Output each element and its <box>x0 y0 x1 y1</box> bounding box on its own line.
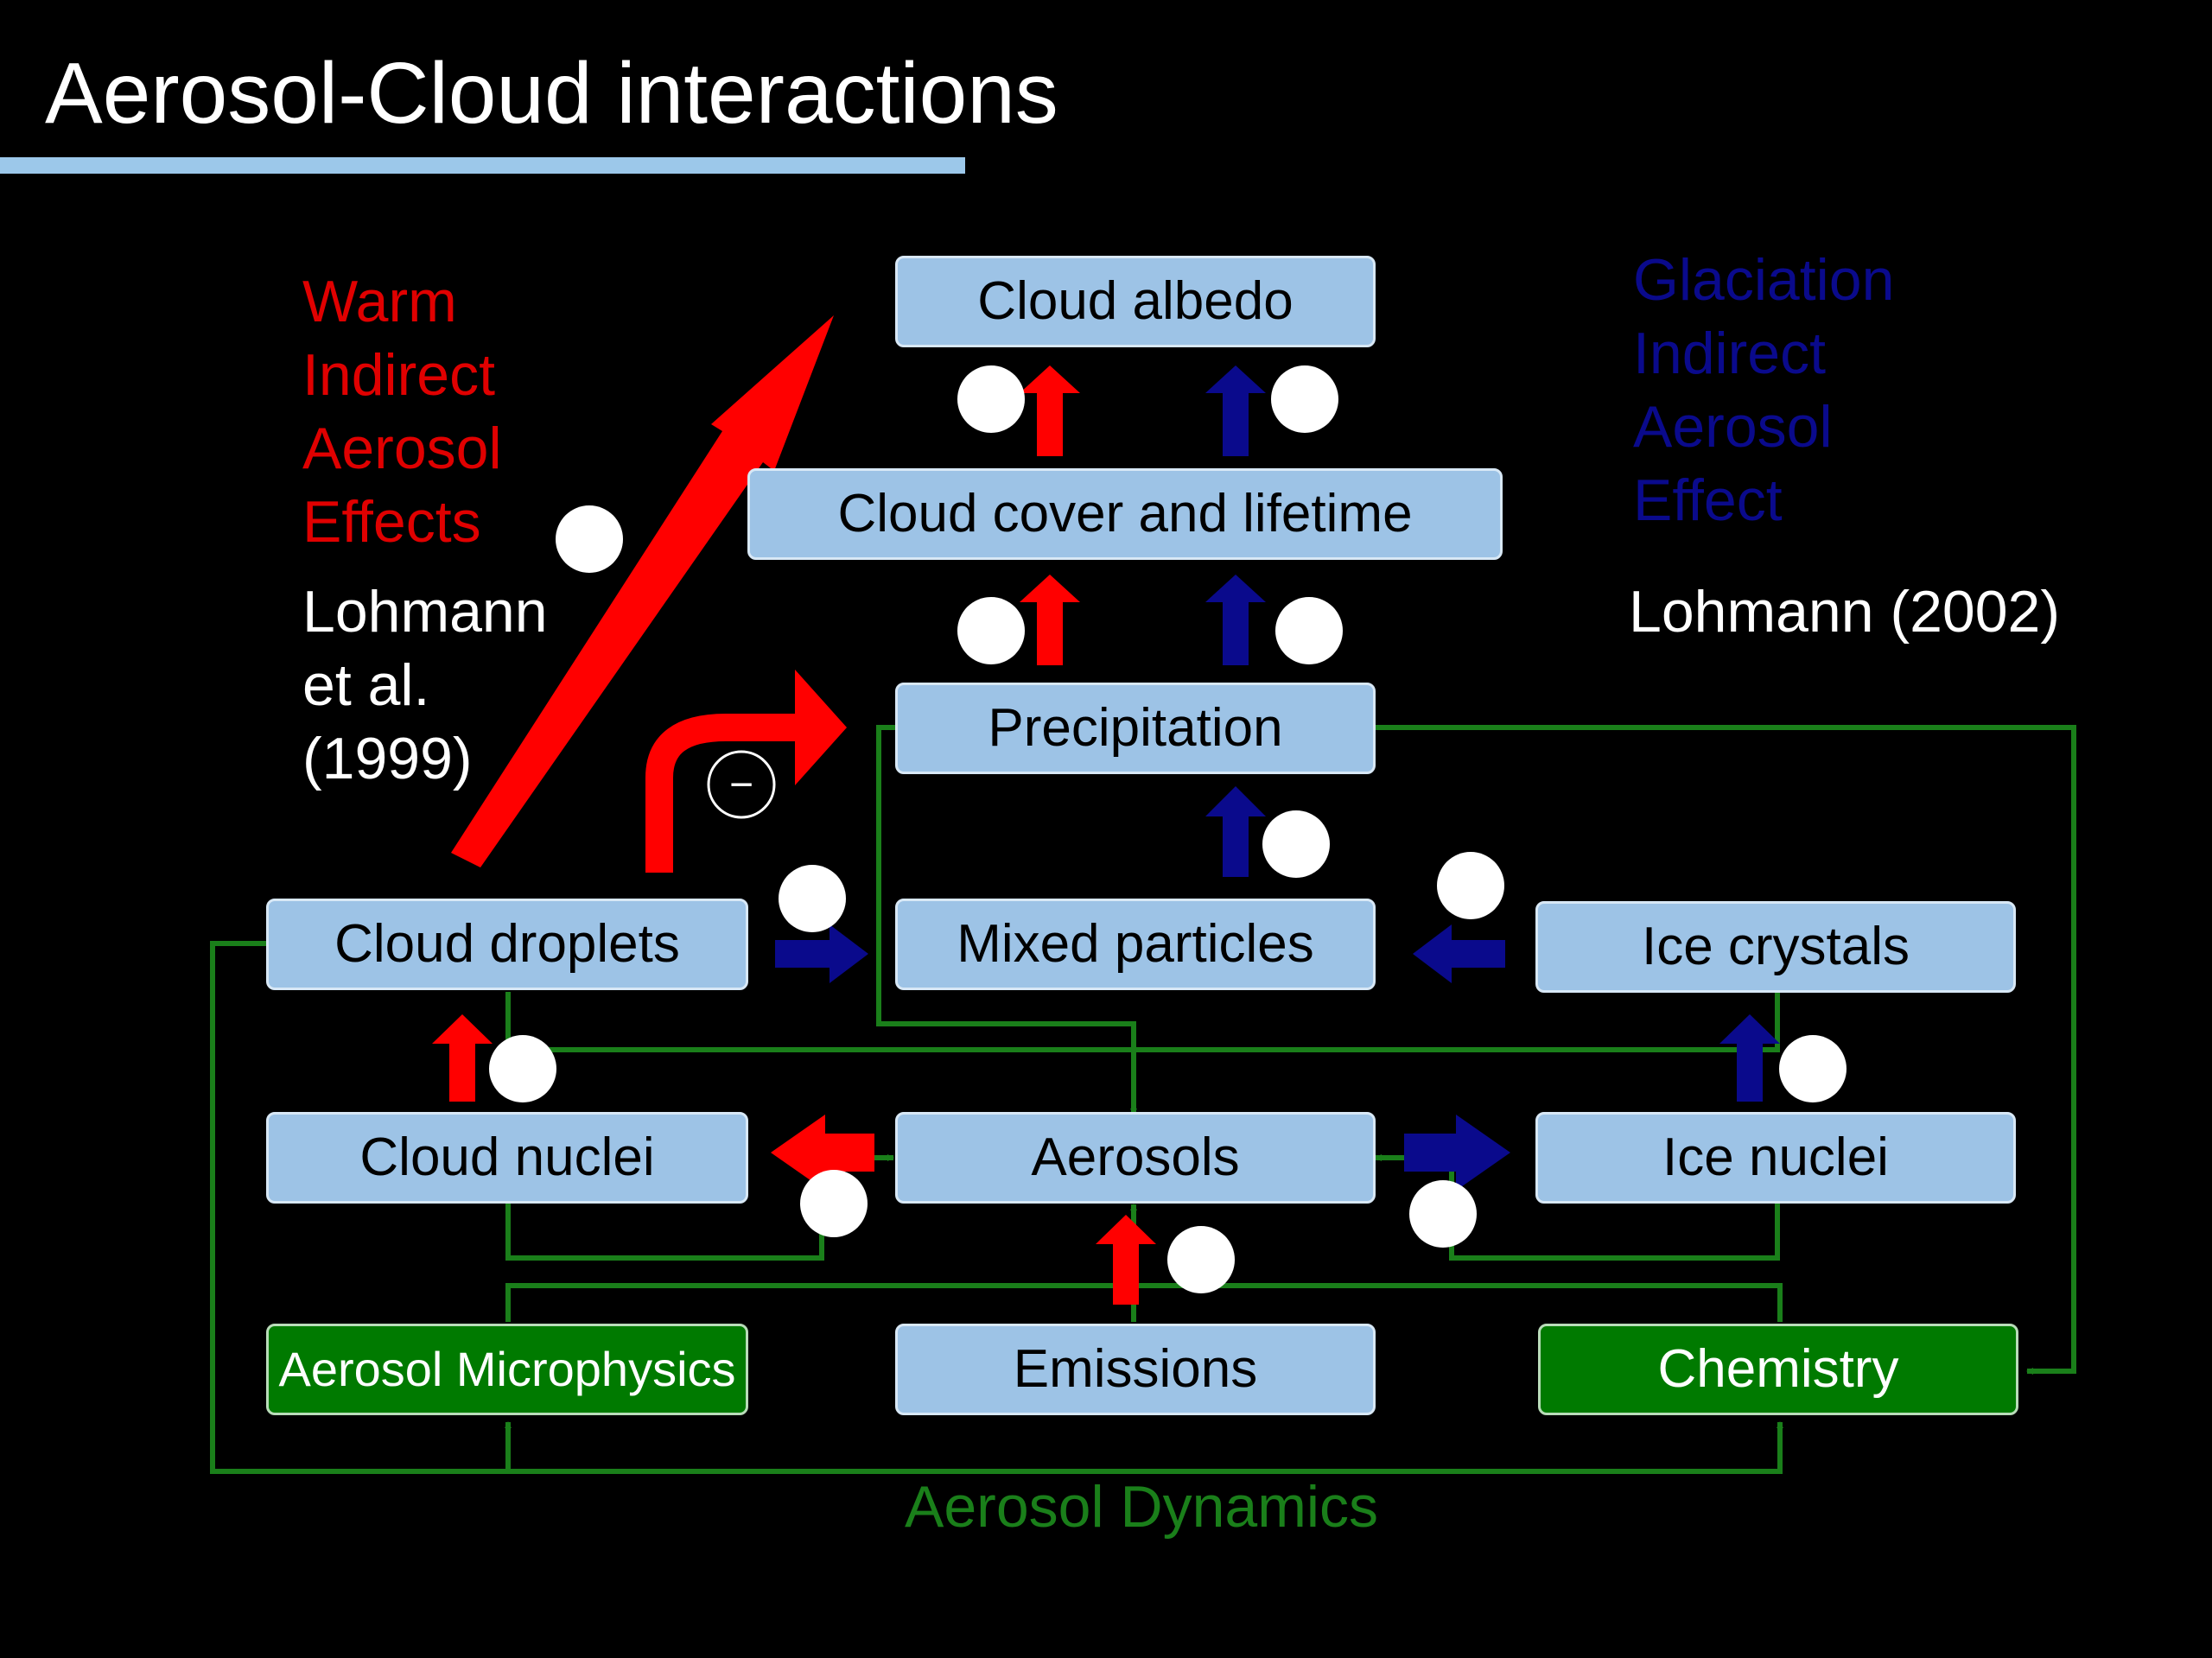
warm-reference-line: (1999) <box>302 726 473 791</box>
glaciation-reference-label: Lohmann (2002) <box>1629 579 2061 645</box>
warm-effect-line: Indirect <box>302 342 495 408</box>
red-up-arrow-cover <box>1020 575 1080 665</box>
microphysics-to-chemistry-line <box>505 1283 1783 1322</box>
blue-right-arrow-droplets <box>775 924 868 983</box>
sign-marker <box>1167 1226 1235 1293</box>
cloud-albedo-box: Cloud albedo <box>895 256 1376 347</box>
sign-marker <box>800 1170 868 1237</box>
glaciation-effect-line: Effect <box>1633 467 1783 533</box>
sign-marker <box>489 1035 556 1102</box>
sign-marker <box>1779 1035 1847 1102</box>
sign-marker <box>1275 597 1343 664</box>
blue-left-arrow-ice <box>1413 924 1505 983</box>
emissions-box: Emissions <box>895 1324 1376 1415</box>
blue-up-arrow-ice <box>1719 1014 1780 1102</box>
effect-arrows <box>432 365 1780 1305</box>
precipitation-box: Precipitation <box>895 683 1376 774</box>
mixed-particles-box: Mixed particles <box>895 899 1376 990</box>
precipitation-suppression-arrow: − <box>645 670 847 873</box>
warm-effect-line: Aerosol <box>302 416 502 481</box>
title-underline <box>0 157 965 174</box>
warm-reference-line: et al. <box>302 652 430 718</box>
ice-nuclei-box: Ice nuclei <box>1535 1112 2016 1204</box>
warm-effect-label: Warm Indirect Aerosol Effects <box>302 265 502 559</box>
sign-marker <box>779 865 846 932</box>
slide-title: Aerosol-Cloud interactions <box>45 45 1058 142</box>
glaciation-effect-line: Aerosol <box>1633 394 1833 460</box>
red-left-arrow-cloud-nuclei <box>771 1115 874 1191</box>
red-up-arrow-droplets <box>432 1014 493 1102</box>
sign-marker <box>957 365 1025 433</box>
blue-up-arrow-precip <box>1205 786 1266 877</box>
warm-effect-diagonal-arrow <box>451 315 834 867</box>
blue-right-arrow-ice-nuclei <box>1404 1115 1510 1191</box>
warm-reference-line: Lohmann <box>302 579 548 645</box>
sign-markers <box>489 365 1847 1293</box>
red-up-arrow-emissions <box>1096 1215 1156 1305</box>
warm-effect-line: Warm <box>302 269 457 334</box>
dynamics-loop-line <box>210 941 1783 1474</box>
glaciation-effect-line: Glaciation <box>1633 247 1895 313</box>
glaciation-effect-line: Indirect <box>1633 321 1826 386</box>
aerosol-dynamics-label: Aerosol Dynamics <box>905 1474 1378 1540</box>
sign-marker <box>957 597 1025 664</box>
negative-sign: − <box>729 762 753 808</box>
cloud-nuclei-box: Cloud nuclei <box>266 1112 748 1204</box>
blue-up-arrow-cover <box>1205 575 1266 665</box>
warm-effect-line: Effects <box>302 489 481 555</box>
warm-reference-label: Lohmann et al. (1999) <box>302 575 548 796</box>
aerosol-microphysics-box: Aerosol Microphysics <box>266 1324 748 1415</box>
droplets-to-ice-line <box>505 992 1780 1052</box>
cloud-droplets-box: Cloud droplets <box>266 899 748 990</box>
glaciation-effect-label: Glaciation Indirect Aerosol Effect <box>1633 244 1894 537</box>
aerosols-box: Aerosols <box>895 1112 1376 1204</box>
cloud-cover-lifetime-box: Cloud cover and lifetime <box>747 468 1503 560</box>
chemistry-box: Chemistry <box>1538 1324 2018 1415</box>
sign-marker <box>1437 852 1504 919</box>
blue-up-arrow-albedo <box>1205 365 1266 456</box>
red-up-arrow-albedo <box>1020 365 1080 456</box>
ice-crystals-box: Ice crystals <box>1535 901 2016 993</box>
sign-marker <box>556 505 623 573</box>
sign-marker <box>1262 810 1330 878</box>
sign-marker <box>1271 365 1338 433</box>
precip-to-chemistry-line <box>1376 725 2076 1374</box>
sign-marker <box>1409 1180 1477 1248</box>
